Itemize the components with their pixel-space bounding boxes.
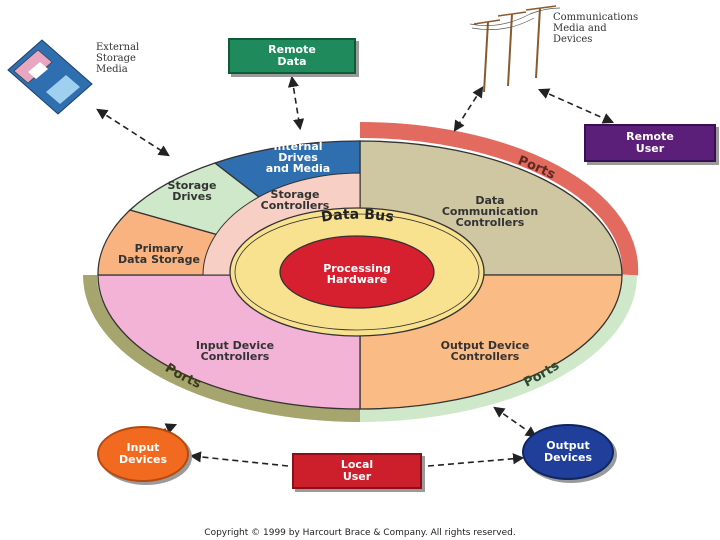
- utility-pole-icon: [469, 5, 561, 93]
- data-bus-inner: [234, 213, 480, 331]
- connector-remote-data: [287, 75, 305, 131]
- ports-arc-top: [359, 122, 639, 276]
- data-bus-label: Data Bus: [320, 207, 395, 226]
- connector-external-storage: [96, 108, 170, 157]
- input-controllers-label: Input Device Controllers: [195, 339, 275, 363]
- connector-communications: [453, 86, 484, 132]
- connector-output-devices: [493, 406, 537, 438]
- connector-remote-user: [537, 88, 615, 124]
- processing-hardware-core: [279, 235, 435, 309]
- communications-label: Communications Media and Devices: [553, 12, 639, 45]
- connector-local-user-right: [427, 453, 525, 467]
- processing-hardware-label: Processing Hardware: [323, 262, 391, 286]
- copyright-text: Copyright © 1999 by Harcourt Brace & Com…: [204, 528, 516, 538]
- data-communication-label: Data Communication Controllers: [441, 194, 539, 229]
- remote-data-box[interactable]: Remote Data: [228, 38, 356, 74]
- ports-arc-left: [83, 274, 361, 422]
- floppy-disk-icon: [7, 39, 93, 115]
- ports-arc-right: [359, 274, 637, 422]
- connector-local-user-left: [189, 451, 289, 467]
- output-controllers-label: Output Device Controllers: [440, 339, 530, 363]
- output-devices-oval[interactable]: Output Devices: [522, 424, 614, 480]
- input-devices-oval[interactable]: Input Devices: [97, 426, 189, 482]
- storage-controllers-label: Storage Controllers: [260, 188, 330, 212]
- external-storage-label: External Storage Media: [96, 42, 140, 75]
- local-user-box[interactable]: Local User: [292, 453, 422, 489]
- internal-drives-label: Internal Drives and Media: [265, 140, 331, 175]
- storage-drives-label: Storage Drives: [167, 179, 217, 203]
- remote-user-box[interactable]: Remote User: [584, 124, 716, 162]
- primary-storage-label: Primary Data Storage: [118, 242, 200, 266]
